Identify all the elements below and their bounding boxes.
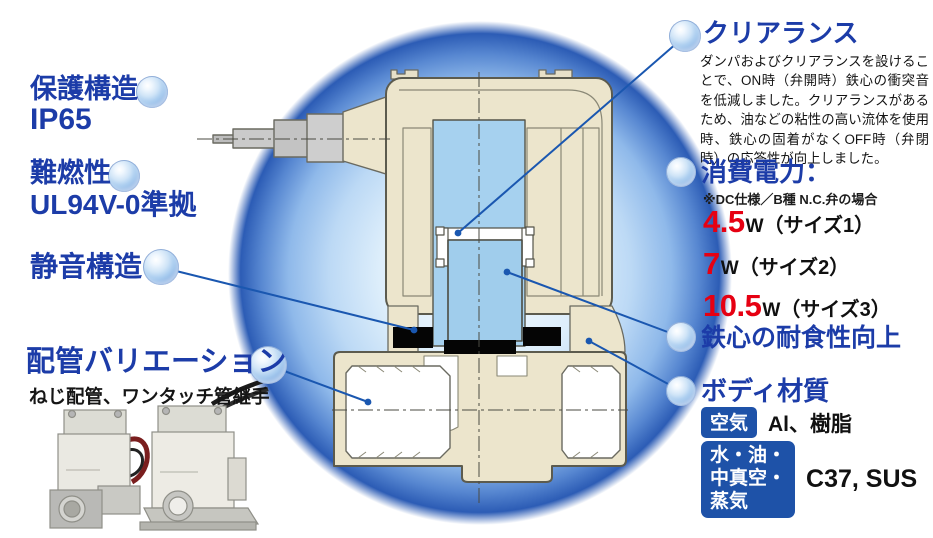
leader-line-body-material: [588, 340, 682, 392]
material-value-air: Al、樹脂: [768, 412, 853, 436]
material-badge-fluid-line1: 水・油・: [710, 445, 787, 466]
feature-material-title: ボディ材質: [701, 376, 830, 406]
plunger: [447, 239, 523, 342]
bubble-icon-core: [666, 322, 696, 352]
power-value: 4.5: [703, 204, 745, 239]
clearance-bracket: [435, 226, 535, 268]
feature-flame-value: UL94V-0準拠: [30, 189, 197, 220]
feature-flame-title: 難燃性: [30, 158, 111, 188]
power-value: 10.5: [703, 288, 762, 323]
housing-inner-line: [399, 89, 603, 296]
damper-left: [393, 327, 433, 348]
valve-cross-section: [197, 69, 628, 506]
material-badge-air: 空気: [701, 407, 758, 438]
power-value: 7: [703, 246, 720, 281]
coil-right: [526, 127, 600, 297]
material-row-air: 空気 Al、樹脂: [701, 407, 852, 438]
power-unit: W: [762, 300, 781, 321]
port-right: [561, 365, 621, 459]
feature-power-title: 消費電力：: [701, 157, 832, 187]
leader-lines: [159, 35, 686, 406]
bubble-icon-material: [666, 376, 696, 406]
port-left: [345, 365, 451, 459]
bubble-icon-flame: [108, 160, 140, 192]
feature-clearance-description: ダンパおよびクリアランスを設けることで、ON時（弁開時）鉄心の衝突音を低減しまし…: [700, 54, 929, 167]
power-unit: W: [745, 216, 764, 237]
material-badge-fluid-line2: 中真空・: [710, 467, 787, 489]
power-item-size2: 7 W （サイズ2）: [703, 246, 891, 282]
bubble-icon-protection: [136, 76, 168, 108]
centerlines: [197, 72, 628, 506]
coil-left: [402, 127, 432, 297]
bubble-icon-quiet: [143, 249, 179, 285]
housing-column-right: [569, 305, 626, 353]
power-size-label: （サイズ1）: [763, 215, 875, 237]
power-size-label: （サイズ2）: [738, 257, 850, 279]
feature-protection-value: IP65: [30, 103, 92, 136]
feature-clearance-title: クリアランス: [703, 18, 859, 48]
feature-protection-title: 保護構造: [30, 74, 138, 104]
feature-piping-title: 配管バリエーション: [26, 346, 287, 378]
leader-line-core: [506, 271, 682, 338]
material-value-fluid: C37, SUS: [806, 465, 918, 494]
valve-cavity-right: [496, 355, 528, 377]
product-photo-threaded: [49, 409, 150, 529]
bubble-icon-power: [666, 157, 696, 187]
power-item-size1: 4.5 W （サイズ1）: [703, 204, 891, 240]
main-seal: [444, 340, 516, 354]
feature-power-note: ※DC仕様／B種 N.C.弁の場合: [703, 192, 878, 207]
feature-core-title: 鉄心の耐食性向上: [701, 324, 902, 352]
feature-quiet-title: 静音構造: [30, 251, 143, 282]
feature-piping-subtitle: ねじ配管、ワンタッチ管継手: [29, 386, 270, 407]
damper-right: [523, 327, 561, 346]
leader-line-quiet: [159, 266, 415, 331]
leader-line-clearance: [457, 35, 686, 234]
material-row-fluid: 水・油・ 中真空・ 蒸気 C37, SUS: [701, 441, 918, 519]
bubble-icon-piping: [249, 346, 287, 384]
material-badge-fluid: 水・油・ 中真空・ 蒸気: [701, 441, 796, 519]
bubble-icon-clearance: [669, 20, 701, 52]
power-unit: W: [720, 258, 739, 279]
power-items: 4.5 W （サイズ1） 7 W （サイズ2） 10.5 W （サイズ3）: [703, 204, 891, 330]
mounting-tabs: [390, 69, 573, 80]
material-badge-fluid-line3: 蒸気: [710, 490, 749, 512]
power-size-label: （サイズ3）: [780, 299, 891, 321]
power-item-size3: 10.5 W （サイズ3）: [703, 288, 891, 324]
product-photo-onetouch: [139, 377, 269, 531]
